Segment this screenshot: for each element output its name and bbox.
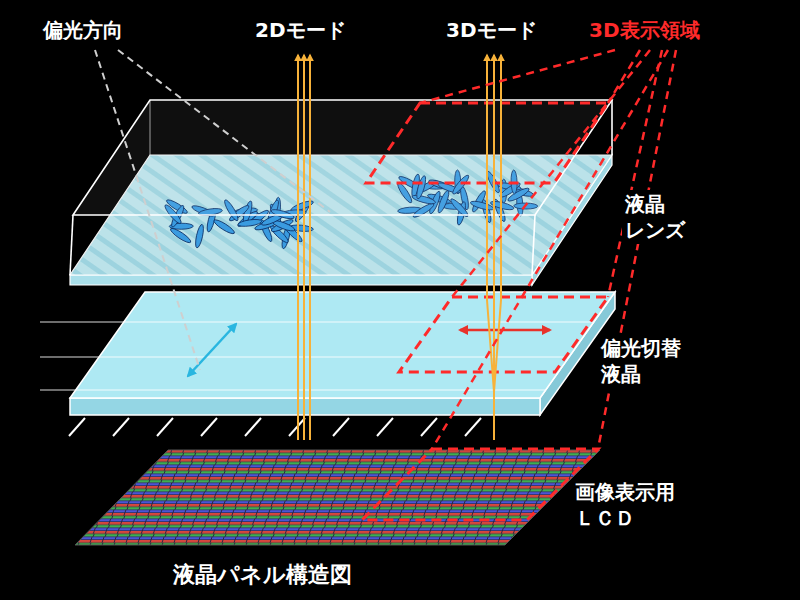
light-beams-part (297, 55, 299, 440)
electrode-ticks-part (69, 418, 85, 436)
light-beams-part (309, 55, 311, 440)
figure-caption: 液晶パネル構造図 (170, 560, 355, 591)
lcd-layer-part (75, 450, 600, 545)
electrode-ticks (69, 418, 481, 436)
region-leaders-part (420, 50, 615, 103)
lcd-layer-part (362, 449, 598, 520)
label-holder: 2Dモード (252, 16, 349, 44)
electrode-ticks-part (377, 418, 393, 436)
electrode-ticks-part (465, 418, 481, 436)
mode-label: 2Dモード (252, 16, 349, 44)
label-holder: 画像表示用 ＬＣＤ (572, 478, 678, 532)
label-holder: 3Dモード (443, 16, 540, 44)
switch-layer-part (188, 324, 236, 376)
liquid-crystal-molecules-part (169, 226, 192, 244)
layer-label: 液晶 レンズ (622, 190, 688, 244)
switch-layer (40, 292, 615, 436)
electrode-ticks-part (113, 418, 129, 436)
electrode-ticks-part (333, 418, 349, 436)
layer-label: 偏光切替 液晶 (598, 334, 684, 388)
label-holder: 液晶 レンズ (622, 190, 688, 244)
lens-layer (70, 100, 612, 285)
region-label: 3D表示領域 (586, 16, 703, 44)
region-leaders-part (452, 50, 650, 297)
electrode-ticks-part (201, 418, 217, 436)
region-leaders (420, 50, 676, 449)
label-holder: 3D表示領域 (586, 16, 703, 44)
polarization-label: 偏光方向 (40, 16, 126, 44)
label-holder: 偏光方向 (40, 16, 126, 44)
mode-label: 3Dモード (443, 16, 540, 44)
switch-layer-part (70, 292, 615, 398)
polarization-leaders-part (95, 50, 200, 370)
label-holder: 偏光切替 液晶 (598, 334, 684, 388)
liquid-crystal-molecules-part (238, 218, 263, 227)
region-leaders-part (432, 50, 668, 449)
light-beams-part (494, 55, 501, 440)
electrode-ticks-part (157, 418, 173, 436)
switch-layer-part (460, 329, 550, 332)
electrode-ticks-part (245, 418, 261, 436)
lens-layer-part (532, 215, 535, 275)
layer-label: 画像表示用 ＬＣＤ (572, 478, 678, 532)
polarization-leaders (95, 50, 330, 370)
region-leaders-part (598, 50, 676, 449)
liquid-crystal-molecules-part (194, 224, 205, 249)
polarization-leaders-part (118, 50, 330, 212)
light-beams-part (303, 55, 305, 440)
electrode-ticks-part (421, 418, 437, 436)
lcd-layer (75, 449, 600, 545)
switch-layer-part (399, 297, 608, 372)
switch-layer-part (40, 321, 594, 322)
lens-layer-part (70, 215, 73, 275)
light-beams (298, 55, 501, 440)
switch-layer-part (40, 389, 546, 390)
caption-holder: 液晶パネル構造図 (170, 560, 355, 591)
